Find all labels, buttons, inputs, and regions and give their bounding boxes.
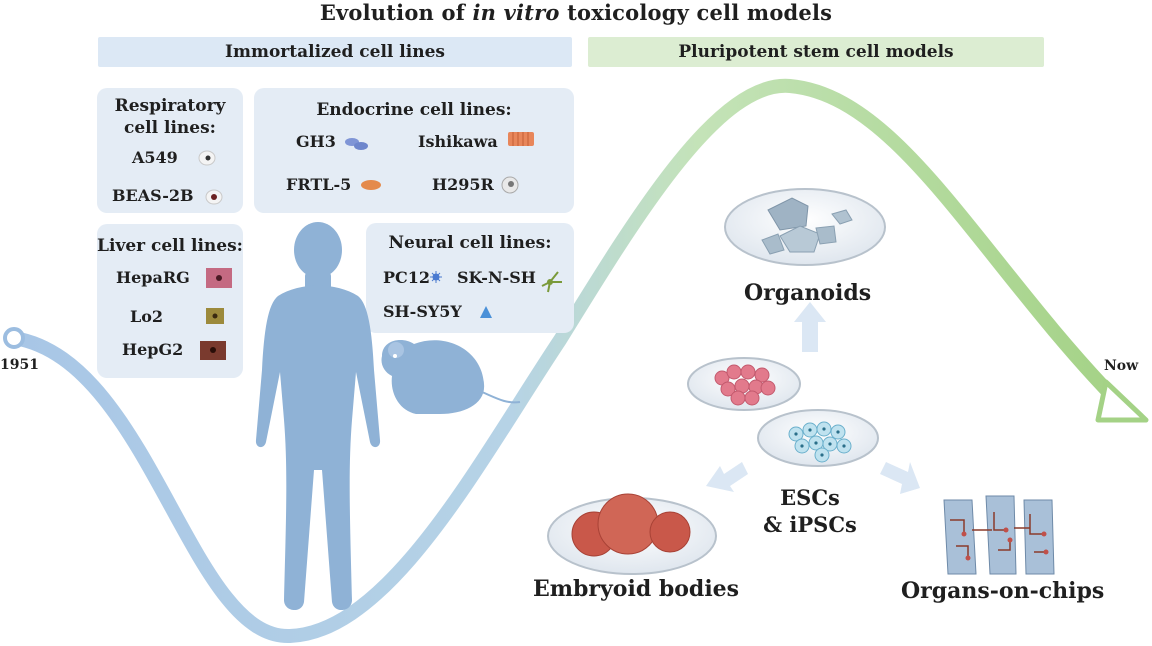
neural-box	[366, 223, 574, 333]
arrow-right-icon	[880, 462, 920, 494]
frtl5-cell-icon	[361, 180, 381, 190]
organs-on-chips-label: Organs-on-chips	[901, 578, 1105, 604]
timeline-end-label: Now	[1104, 358, 1139, 374]
pink-cell-dish-icon	[687, 357, 801, 411]
endocrine-item-frtl5: FRTL-5	[286, 175, 352, 194]
embryoid-dish-icon	[547, 493, 717, 575]
timeline-end-arrow	[1095, 379, 1149, 423]
human-silhouette-icon	[255, 222, 381, 611]
liver-item-lo2: Lo2	[130, 307, 164, 326]
endocrine-item-ishikawa: Ishikawa	[418, 132, 498, 151]
escs-ipscs-label: ESCs& iPSCs	[763, 485, 857, 537]
band-pluripotent: Pluripotent stem cell models	[588, 37, 1044, 67]
mouse-icon	[381, 340, 521, 414]
organ-chip-icon	[943, 495, 1055, 575]
endocrine-item-gh3: GH3	[296, 132, 336, 151]
sknsh-cell-icon	[541, 271, 562, 293]
timeline-start-label: 1951	[0, 357, 39, 373]
endocrine-header: Endocrine cell lines:	[316, 100, 512, 120]
h295r-cell-icon	[501, 176, 519, 194]
liver-header: Liver cell lines:	[97, 236, 243, 256]
organoids-label: Organoids	[744, 280, 872, 306]
embryoid-bodies-label: Embryoid bodies	[533, 576, 740, 602]
diagram-title: Evolution of in vitro toxicology cell mo…	[319, 0, 833, 25]
band-immortalized: Immortalized cell lines	[98, 37, 572, 67]
blue-cell-dish-icon	[757, 409, 879, 467]
hepg2-cell-icon	[200, 341, 226, 360]
neural-item-sknsh: SK-N-SH	[457, 268, 536, 287]
endocrine-box	[254, 88, 574, 213]
liver-box	[97, 224, 243, 378]
lo2-cell-icon	[206, 308, 224, 324]
arrow-left-icon	[706, 462, 748, 492]
timeline-curve	[7, 78, 1125, 644]
organoids-dish-icon	[724, 188, 886, 266]
liver-item-heparg: HepaRG	[116, 268, 190, 287]
respiratory-item-a549: A549	[132, 148, 178, 167]
gh3-cell-icon	[345, 138, 368, 150]
neural-item-shsy5y: SH-SY5Y	[383, 302, 462, 321]
arrow-up-icon	[794, 302, 826, 352]
neural-item-pc12: PC12	[383, 268, 431, 287]
respiratory-box	[97, 88, 243, 213]
endocrine-item-h295r: H295R	[432, 175, 494, 194]
timeline-start-node	[3, 327, 25, 349]
beas2b-cell-icon	[205, 189, 223, 205]
heparg-cell-icon	[206, 268, 232, 288]
shsy5y-cell-icon	[480, 306, 492, 318]
ishikawa-cell-icon	[508, 132, 534, 146]
a549-cell-icon	[198, 150, 216, 166]
respiratory-item-beas2b: BEAS-2B	[112, 186, 194, 205]
pc12-cell-icon	[430, 271, 442, 283]
liver-item-hepg2: HepG2	[122, 340, 184, 359]
neural-header: Neural cell lines:	[388, 233, 552, 253]
